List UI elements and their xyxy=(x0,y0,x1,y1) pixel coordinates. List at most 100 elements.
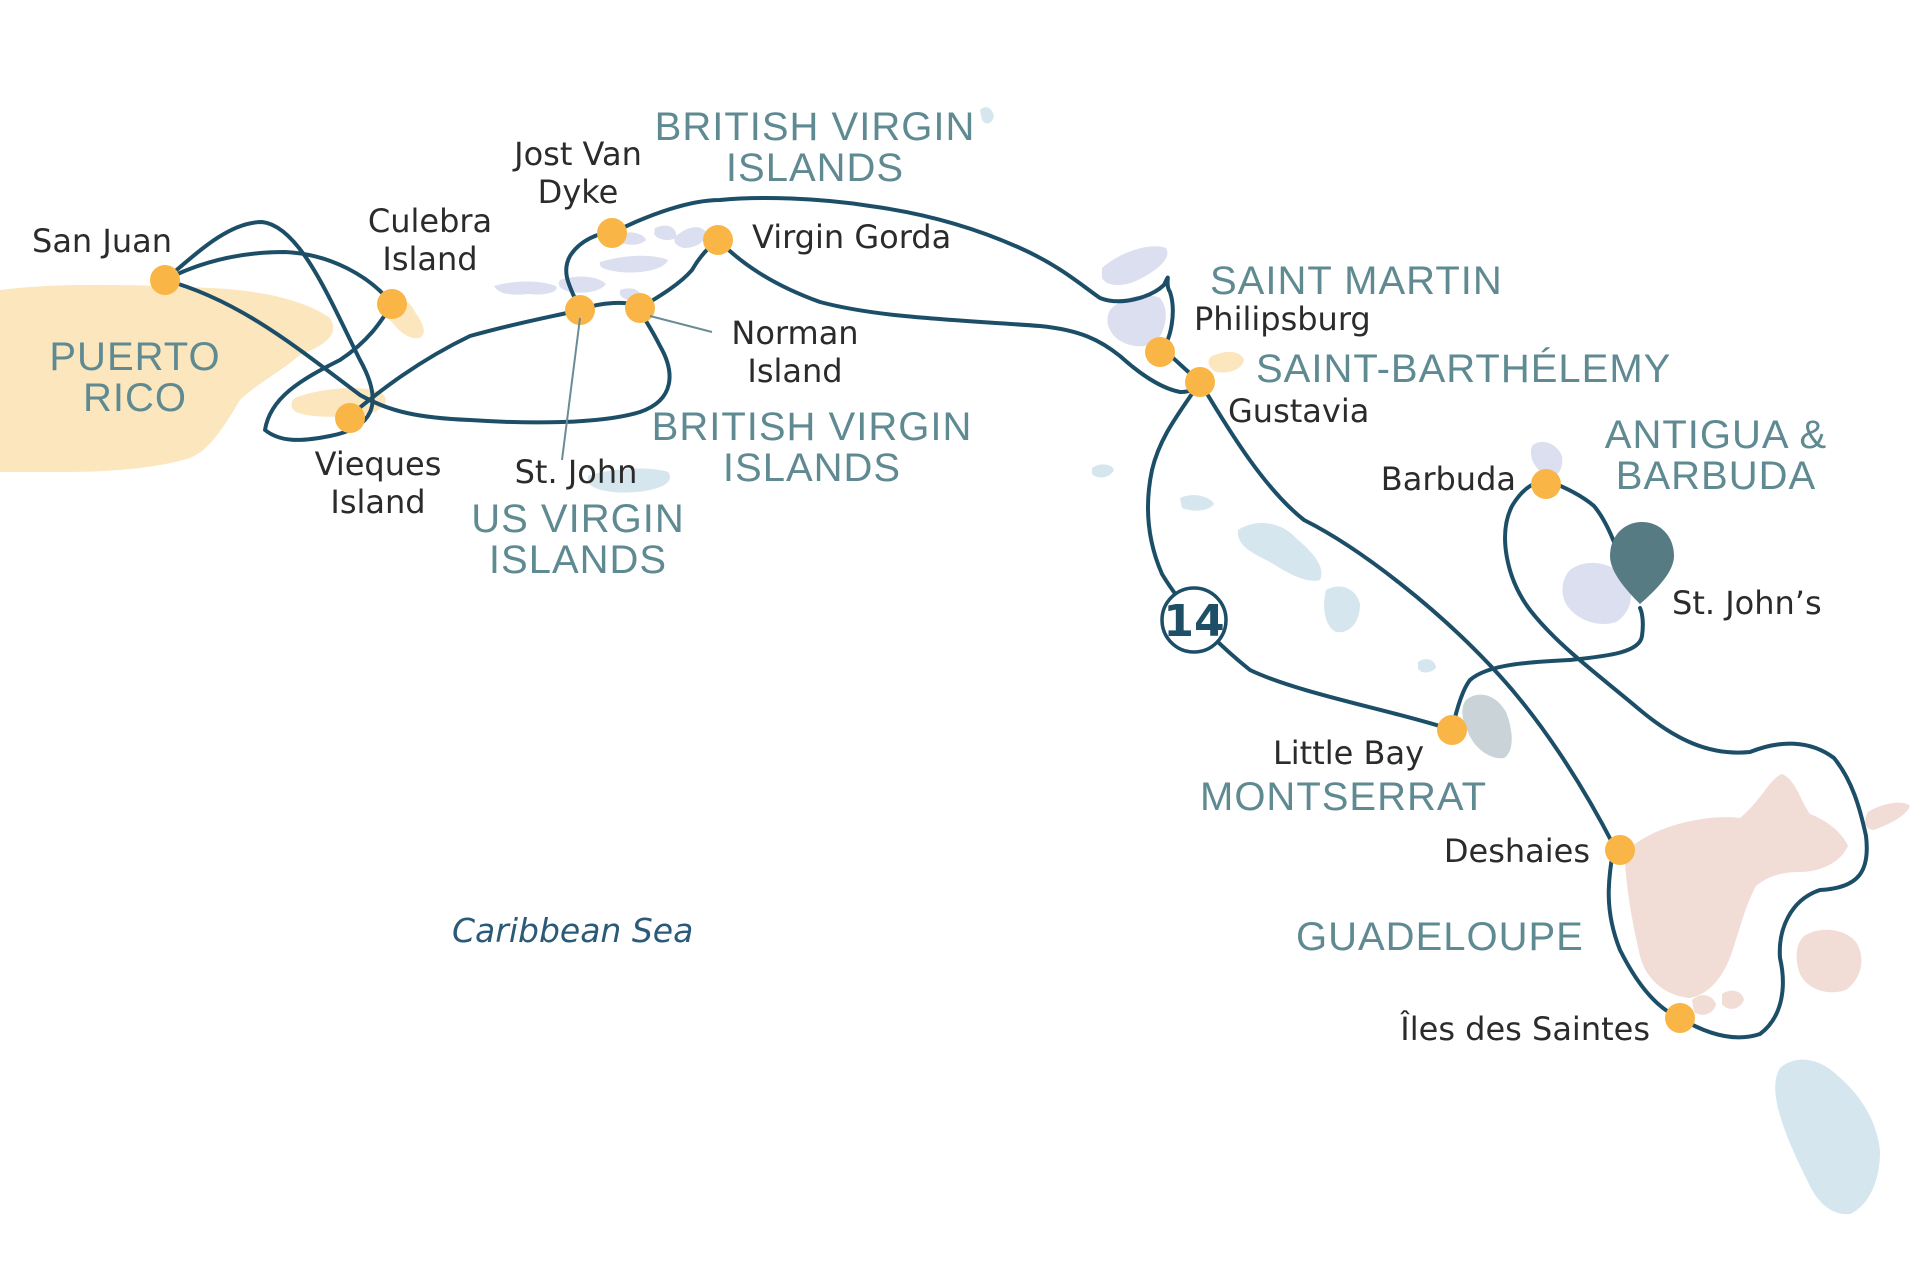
land-layer xyxy=(0,107,1910,1215)
port-marker-iles-des-saintes xyxy=(1665,1003,1695,1033)
route-line xyxy=(610,196,1175,354)
leader-line xyxy=(649,315,713,333)
region-label-line: SAINT MARTIN xyxy=(1210,259,1503,303)
duration-badge: 14 xyxy=(1160,586,1228,654)
sea-label: Caribbean Sea xyxy=(452,911,693,950)
land-anegada xyxy=(980,107,994,124)
port-marker-little-bay xyxy=(1437,715,1467,745)
land-nevis xyxy=(1324,586,1360,633)
region-label-saint-barthelemy: SAINT-BARTHÉLEMY xyxy=(1256,346,1671,391)
route-line xyxy=(163,278,672,425)
port-label-line: Dyke xyxy=(538,173,619,211)
region-label-line: US VIRGIN xyxy=(471,497,684,541)
route-line xyxy=(638,238,720,310)
port-label-little-bay: Little Bay xyxy=(1273,734,1424,772)
port-label-line: Little Bay xyxy=(1273,734,1424,772)
port-label-st-johns: St. John’s xyxy=(1672,584,1822,622)
region-label-line: ISLANDS xyxy=(723,446,901,490)
port-label-barbuda: Barbuda xyxy=(1381,460,1516,498)
region-label-line: PUERTO xyxy=(49,335,220,379)
land-redonda xyxy=(1418,659,1436,673)
port-label-line: Deshaies xyxy=(1444,832,1590,870)
land-st-barth xyxy=(1208,351,1244,373)
region-label-guadeloupe: GUADELOUPE xyxy=(1296,915,1584,959)
route-line xyxy=(343,308,582,422)
port-markers xyxy=(150,218,1695,1033)
region-label-line: ANTIGUA & xyxy=(1605,413,1827,457)
land-barbuda xyxy=(1530,441,1563,477)
region-label-line: BRITISH VIRGIN xyxy=(652,405,973,449)
route-line xyxy=(1606,844,1682,1020)
port-label-deshaies: Deshaies xyxy=(1444,832,1590,870)
port-label-line: St. John xyxy=(515,453,638,491)
region-label-line: GUADELOUPE xyxy=(1296,915,1584,959)
route-line xyxy=(1503,478,1869,1040)
port-marker-barbuda xyxy=(1531,469,1561,499)
port-label-line: Vieques xyxy=(315,445,442,483)
map-pin-icon xyxy=(1610,522,1674,604)
land-dominica xyxy=(1775,1059,1880,1215)
port-label-line: Philipsburg xyxy=(1194,300,1371,338)
port-marker-norman-island xyxy=(625,293,655,323)
region-label-saint-martin: SAINT MARTIN xyxy=(1210,259,1503,303)
port-label-line: St. John’s xyxy=(1672,584,1822,622)
port-label-line: Island xyxy=(382,240,477,278)
land-antigua xyxy=(1562,562,1631,624)
land-desirade xyxy=(1865,802,1910,830)
land-st-thomas xyxy=(494,281,557,295)
route-line xyxy=(1450,606,1645,732)
land-marie-galante xyxy=(1796,929,1862,993)
port-label-virgin-gorda: Virgin Gorda xyxy=(752,218,951,256)
land-bvi-small-2 xyxy=(654,225,677,241)
region-label-montserrat: MONTSERRAT xyxy=(1200,775,1487,819)
land-statia xyxy=(1180,495,1214,511)
region-label-line: BRITISH VIRGIN xyxy=(655,105,976,149)
port-label-iles-des-saintes: Îles des Saintes xyxy=(1399,1010,1650,1048)
port-label-line: Gustavia xyxy=(1228,392,1369,430)
region-label-antigua-barbuda: ANTIGUA &BARBUDA xyxy=(1605,413,1827,498)
duration-badge-circle xyxy=(1160,586,1228,654)
port-label-line: San Juan xyxy=(32,222,172,260)
land-les-saintes-1 xyxy=(1692,995,1716,1015)
region-label-line: RICO xyxy=(83,376,187,420)
port-marker-culebra-island xyxy=(377,289,407,319)
port-label-st-john: St. John xyxy=(515,453,638,491)
port-label-san-juan: San Juan xyxy=(32,222,172,260)
route-line xyxy=(716,238,1202,394)
port-marker-philipsburg xyxy=(1145,337,1175,367)
port-label-philipsburg: Philipsburg xyxy=(1194,300,1371,338)
port-label-line: Island xyxy=(330,483,425,521)
land-guadeloupe xyxy=(1625,774,1848,998)
port-label-line: Virgin Gorda xyxy=(752,218,951,256)
land-virgin-gorda xyxy=(674,227,706,248)
land-montserrat xyxy=(1462,694,1512,759)
port-marker-gustavia xyxy=(1185,367,1215,397)
port-marker-vieques-island xyxy=(335,403,365,433)
port-label-line: Jost Van xyxy=(512,135,642,173)
region-label-line: BARBUDA xyxy=(1616,454,1816,498)
land-saba xyxy=(1092,464,1114,478)
port-label-line: Norman xyxy=(731,314,858,352)
port-label-line: Culebra xyxy=(368,202,492,240)
port-marker-st-john xyxy=(565,295,595,325)
port-marker-san-juan xyxy=(150,265,180,295)
port-marker-virgin-gorda xyxy=(703,225,733,255)
region-label-line: ISLANDS xyxy=(726,146,904,190)
port-label-line: Island xyxy=(747,352,842,390)
land-puerto-rico xyxy=(0,284,334,472)
port-label-line: Îles des Saintes xyxy=(1399,1010,1650,1048)
duration-days: 14 xyxy=(1163,596,1224,647)
land-les-saintes-2 xyxy=(1722,990,1744,1009)
port-label-line: Barbuda xyxy=(1381,460,1516,498)
land-tortola xyxy=(599,255,668,273)
land-st-kitts xyxy=(1237,523,1322,581)
